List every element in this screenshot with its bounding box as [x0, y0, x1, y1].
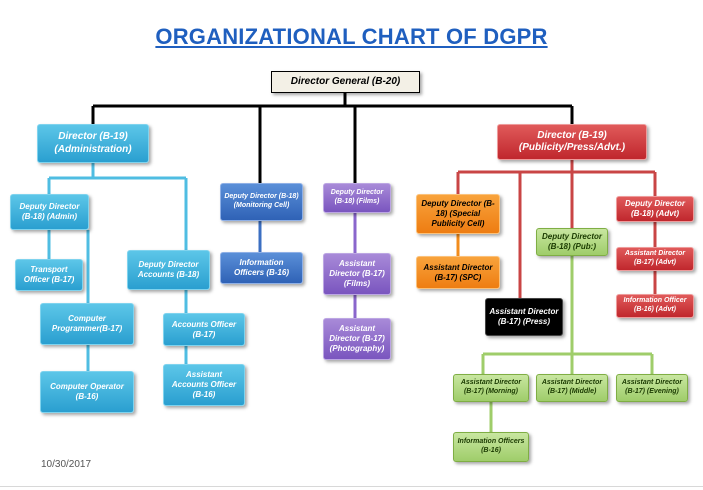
- node-deputy-director-accounts: Deputy Director Accounts (B-18): [127, 250, 210, 290]
- node-director-admin: Director (B-19) (Administration): [37, 124, 149, 163]
- node-deputy-director-pub: Deputy Director (B-18) (Pub:): [536, 228, 608, 256]
- node-assistant-director-evening: Assistant Director (B-17) (Evening): [616, 374, 688, 402]
- node-transport-officer: Transport Officer (B-17): [15, 259, 83, 291]
- node-information-officer-advt: Information Officer (B-16) (Advt): [616, 294, 694, 318]
- node-deputy-director-monitoring: Deputy Director (B-18) (Monitoring Cell): [220, 183, 303, 221]
- node-assistant-director-morning: Assistant Director (B-17) (Morning): [453, 374, 529, 402]
- node-assistant-director-films: Assistant Director (B-17) (Films): [323, 253, 391, 295]
- node-computer-programmer: Computer Programmer(B-17): [40, 303, 134, 345]
- node-deputy-director-spc: Deputy Director (B-18) (Special Publicit…: [416, 194, 500, 234]
- chart-title: ORGANIZATIONAL CHART OF DGPR: [155, 24, 548, 49]
- node-assistant-director-press: Assistant Director (B-17) (Press): [485, 298, 563, 336]
- publicity-connectors: [456, 160, 657, 298]
- pub-connectors: [481, 256, 654, 432]
- node-assistant-accounts-officer: Assistant Accounts Officer (B-16): [163, 364, 245, 406]
- main-connectors: [91, 92, 574, 183]
- node-assistant-director-middle: Assistant Director (B-17) (Middle): [536, 374, 608, 402]
- node-information-officers-b16: Information Officers (B-16): [453, 432, 529, 462]
- node-computer-operator: Computer Operator (B-16): [40, 371, 134, 413]
- node-assistant-director-photography: Assistant Director (B-17) (Photography): [323, 318, 391, 360]
- node-deputy-director-films: Deputy Director (B-18) (Films): [323, 183, 391, 213]
- bottom-divider: [0, 486, 703, 487]
- node-deputy-director-admin: Deputy Director (B-18) (Admin): [10, 194, 89, 230]
- node-information-officers-monitoring: Information Officers (B-16): [220, 252, 303, 284]
- node-deputy-director-advt: Deputy Director (B-18) (Advt): [616, 196, 694, 222]
- node-director-general: Director General (B-20): [271, 71, 420, 93]
- node-accounts-officer: Accounts Officer (B-17): [163, 313, 245, 346]
- node-director-publicity: Director (B-19) (Publicity/Press/Advt.): [497, 124, 647, 160]
- slide-date: 10/30/2017: [41, 459, 92, 470]
- node-assistant-director-spc: Assistant Director (B-17) (SPC): [416, 256, 500, 289]
- node-assistant-director-advt: Assistant Director (B-17) (Advt): [616, 247, 694, 271]
